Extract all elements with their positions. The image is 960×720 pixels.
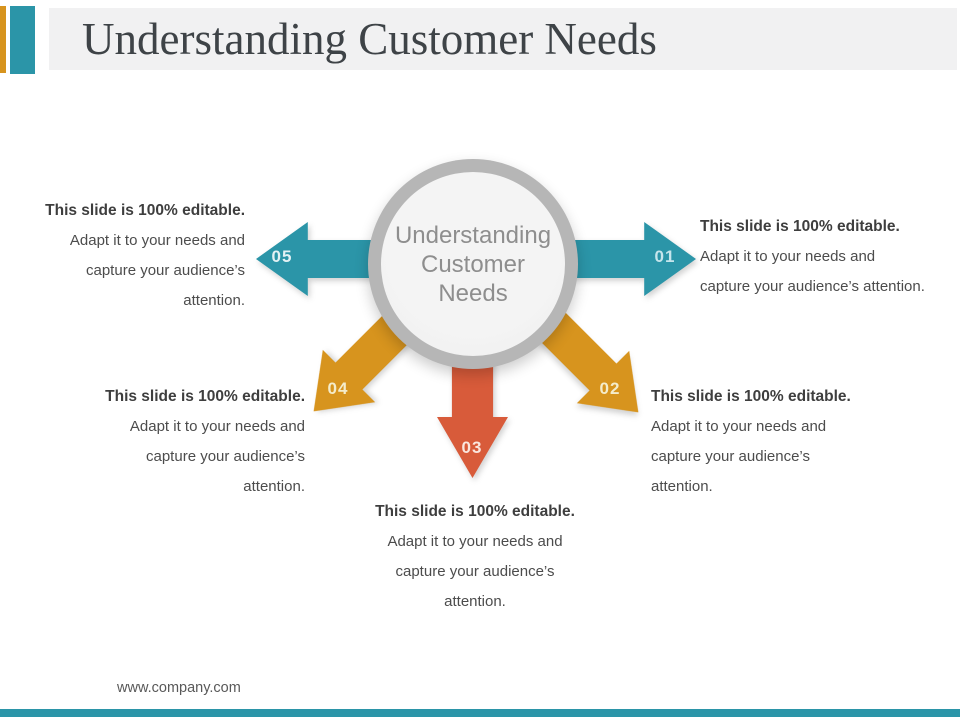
step-04-text-block: This slide is 100% editable. Adapt it to… (58, 382, 305, 502)
footer-accent-bar (0, 709, 960, 717)
hub-label-line3: Needs (438, 279, 508, 307)
arrow-step-03 (437, 360, 508, 478)
step-05-text-block: This slide is 100% editable. Adapt it to… (8, 196, 245, 316)
step-02-line: capture your audience’s (651, 448, 810, 465)
hub-label-line2: Customer (420, 250, 526, 278)
step-01-text-block: This slide is 100% editable. Adapt it to… (700, 212, 952, 302)
slide-title: Understanding Customer Needs (82, 14, 657, 64)
step-04-line: capture your audience’s (146, 448, 305, 465)
step-number-01: 01 (654, 247, 676, 266)
step-number-02: 02 (599, 379, 621, 398)
step-05-line: capture your audience’s (86, 262, 245, 279)
step-03-line: capture your audience’s (395, 563, 555, 580)
step-03-line: attention. (444, 593, 506, 610)
step-03-text-block: This slide is 100% editable. Adapt it to… (343, 497, 607, 617)
step-02-line: Adapt it to your needs and (651, 418, 827, 435)
step-number-05: 05 (271, 247, 293, 266)
arrow-step-01 (556, 222, 696, 296)
step-05-line: Adapt it to your needs and (69, 232, 245, 249)
step-04-line: attention. (243, 478, 305, 495)
step-02-heading: This slide is 100% editable. (651, 388, 851, 405)
step-02-line: attention. (651, 478, 713, 495)
down-arrow-icon (437, 360, 508, 478)
footer-website-url: www.company.com (117, 680, 241, 696)
step-01-line: Adapt it to your needs and (700, 248, 876, 265)
step-05-line: attention. (183, 292, 245, 309)
step-04-heading: This slide is 100% editable. (105, 388, 305, 405)
header-accent-teal-bar (10, 6, 35, 74)
step-01-line: capture your audience’s attention. (700, 278, 925, 295)
header-accent-gold-bar (0, 6, 6, 73)
step-04-line: Adapt it to your needs and (129, 418, 305, 435)
step-03-line: Adapt it to your needs and (387, 533, 563, 550)
header-band (49, 8, 957, 70)
step-05-heading: This slide is 100% editable. (45, 202, 245, 219)
step-number-04: 04 (327, 379, 349, 398)
step-02-text-block: This slide is 100% editable. Adapt it to… (651, 382, 901, 502)
step-03-heading: This slide is 100% editable. (375, 503, 575, 520)
hub-circle-inner: Understanding Customer Needs (381, 172, 565, 356)
hub-circle: Understanding Customer Needs (368, 159, 578, 369)
step-number-03: 03 (461, 438, 483, 457)
step-01-heading: This slide is 100% editable. (700, 218, 900, 235)
hub-label-line1: Understanding (394, 221, 552, 249)
